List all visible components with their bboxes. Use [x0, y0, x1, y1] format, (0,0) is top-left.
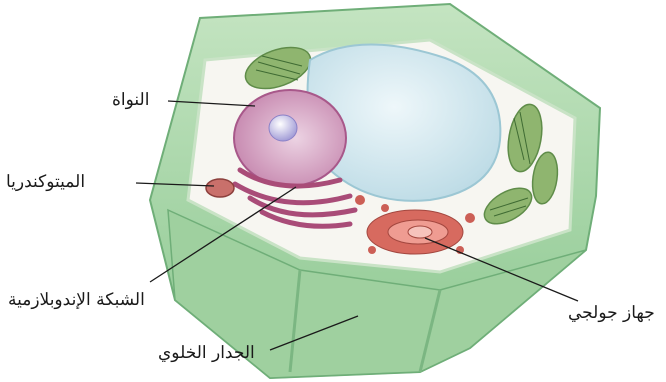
label-endoplasmic-reticulum: الشبكة الإندوبلازمية — [8, 290, 145, 310]
label-nucleus: النواة — [112, 90, 149, 110]
nucleolus — [269, 115, 297, 141]
label-cell-wall: الجدار الخلوي — [158, 343, 255, 363]
mitochondrion — [206, 179, 234, 197]
label-golgi: جهاز جولجي — [568, 303, 655, 323]
label-mitochondria: الميتوكندريا — [6, 172, 85, 192]
